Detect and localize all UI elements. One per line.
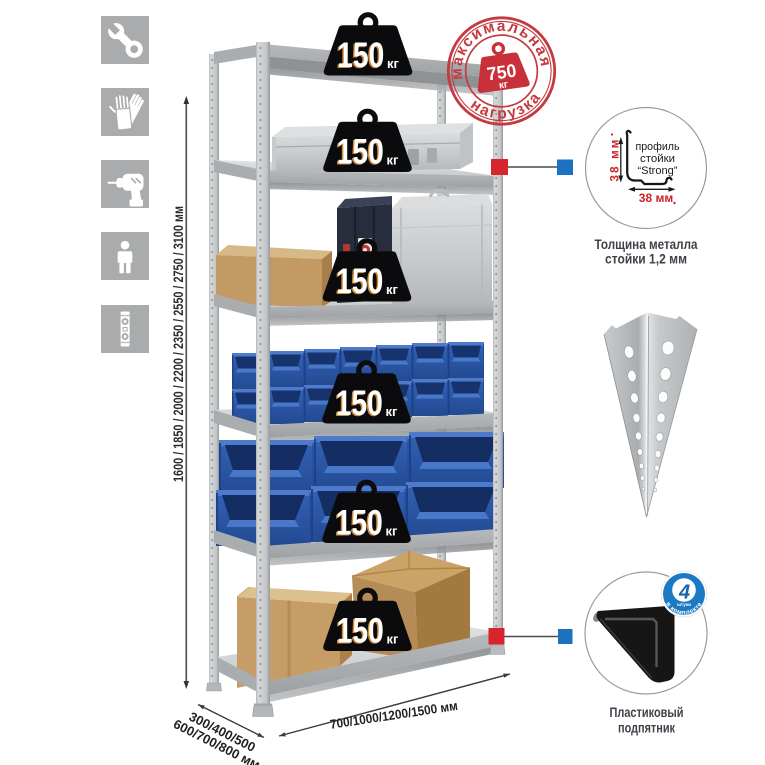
svg-text:штуки: штуки	[677, 602, 691, 607]
svg-text:Толщина металла: Толщина металла	[595, 237, 698, 252]
svg-text:1600 / 1850 / 2000 / 2200 / 23: 1600 / 1850 / 2000 / 2200 / 2350 / 2550 …	[171, 206, 186, 482]
svg-text:кг: кг	[498, 79, 509, 91]
svg-text:4: 4	[678, 582, 690, 604]
svg-text:750: 750	[486, 60, 518, 85]
svg-text:700/1000/1200/1500 мм: 700/1000/1200/1500 мм	[329, 698, 459, 732]
svg-text:стойки: стойки	[640, 153, 675, 165]
svg-text:стойки 1,2 мм: стойки 1,2 мм	[605, 252, 687, 267]
svg-text:“Strong”: “Strong”	[638, 165, 678, 177]
svg-text:38 мм: 38 мм	[639, 191, 674, 205]
svg-text:профиль: профиль	[636, 141, 680, 153]
svg-text:38 мм: 38 мм	[609, 137, 621, 181]
svg-text:Пластиковый: Пластиковый	[610, 705, 684, 720]
svg-text:подпятник: подпятник	[618, 721, 675, 736]
